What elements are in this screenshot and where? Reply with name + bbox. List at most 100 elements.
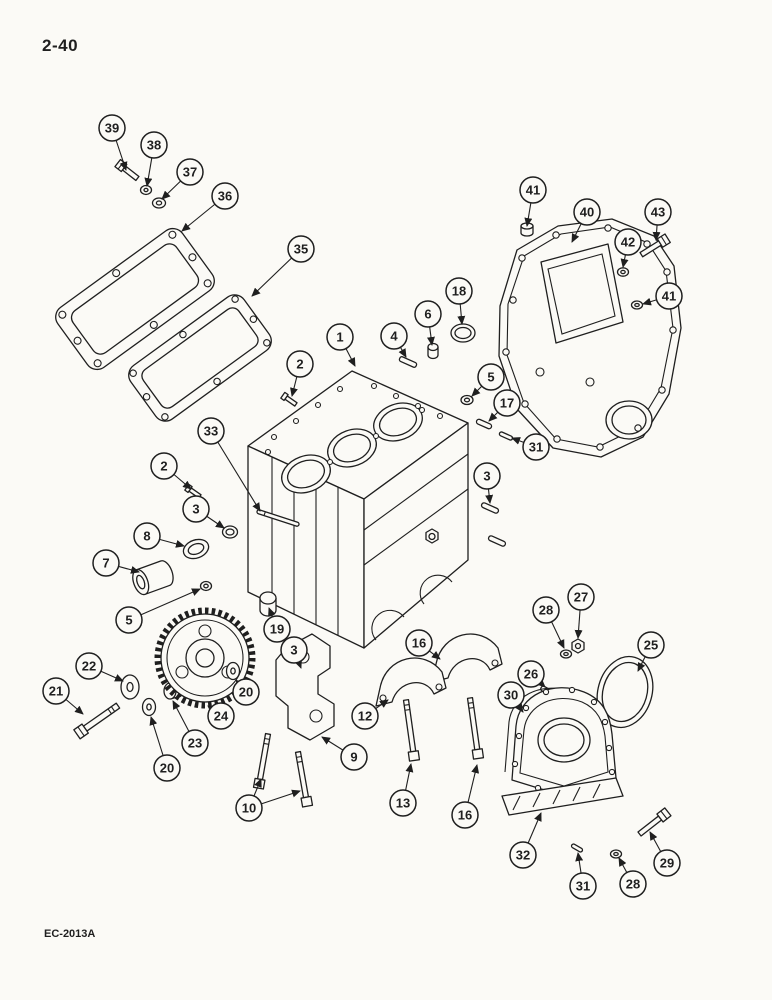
plug-5-right xyxy=(460,394,474,406)
callout-balloon-13: 13 xyxy=(389,789,417,817)
bushing-8 xyxy=(182,538,210,560)
svg-text:25: 25 xyxy=(644,638,658,653)
callout-balloon-40: 40 xyxy=(573,198,601,226)
callout-balloon-41: 41 xyxy=(655,282,683,310)
callout-balloon-37: 37 xyxy=(176,158,204,186)
dowel-17 xyxy=(475,418,493,430)
bolt-43 xyxy=(639,233,671,258)
svg-text:35: 35 xyxy=(294,242,308,257)
plug-18 xyxy=(450,323,476,343)
bolt-21 xyxy=(73,702,121,740)
svg-text:41: 41 xyxy=(662,289,676,304)
callout-balloon-39: 39 xyxy=(98,114,126,142)
callout-balloon-3: 3 xyxy=(280,636,308,664)
callout-balloon-4: 4 xyxy=(380,322,408,350)
callout-balloon-18: 18 xyxy=(445,277,473,305)
washer-20-rear xyxy=(141,697,157,717)
callout-balloon-16: 16 xyxy=(451,801,479,829)
callout-balloon-12: 12 xyxy=(351,702,379,730)
washer-28-lower xyxy=(609,849,623,859)
flywheel-housing-40 xyxy=(498,218,682,458)
callout-balloon-16: 16 xyxy=(405,629,433,657)
svg-text:16: 16 xyxy=(412,636,426,651)
callout-balloon-17: 17 xyxy=(493,389,521,417)
svg-text:36: 36 xyxy=(218,189,232,204)
callout-balloon-25: 25 xyxy=(637,631,665,659)
boss-19 xyxy=(259,591,277,617)
cup-plug-3-left xyxy=(221,525,239,539)
svg-text:10: 10 xyxy=(242,801,256,816)
bolt-10a xyxy=(252,732,272,790)
callout-balloon-33: 33 xyxy=(197,417,225,445)
dowel-3-right xyxy=(480,502,500,514)
callout-balloon-21: 21 xyxy=(42,677,70,705)
svg-text:39: 39 xyxy=(105,121,119,136)
callout-balloon-3: 3 xyxy=(182,495,210,523)
callout-balloon-19: 19 xyxy=(263,615,291,643)
bearing-cap-12 xyxy=(375,657,447,707)
callout-balloon-2: 2 xyxy=(150,452,178,480)
svg-text:41: 41 xyxy=(526,183,540,198)
callout-balloon-26: 26 xyxy=(517,660,545,688)
dowel-4-top xyxy=(398,356,418,368)
washer-38 xyxy=(139,184,153,196)
svg-text:3: 3 xyxy=(192,502,199,517)
svg-text:4: 4 xyxy=(390,329,398,344)
mount-bar xyxy=(501,777,624,816)
callout-balloon-5: 5 xyxy=(115,606,143,634)
svg-text:28: 28 xyxy=(539,603,553,618)
pin-31-right xyxy=(498,431,514,441)
svg-text:37: 37 xyxy=(183,165,197,180)
svg-text:6: 6 xyxy=(424,307,431,322)
svg-text:8: 8 xyxy=(143,529,150,544)
svg-text:5: 5 xyxy=(125,613,132,628)
callout-balloon-3: 3 xyxy=(473,462,501,490)
nut-27 xyxy=(571,638,585,654)
svg-text:40: 40 xyxy=(580,205,594,220)
svg-text:23: 23 xyxy=(188,736,202,751)
svg-text:22: 22 xyxy=(82,659,96,674)
svg-text:3: 3 xyxy=(290,643,297,658)
svg-text:20: 20 xyxy=(239,685,253,700)
svg-text:19: 19 xyxy=(270,622,284,637)
stud-2-top xyxy=(280,391,298,407)
callout-balloon-10: 10 xyxy=(235,794,263,822)
plug-5-left xyxy=(199,580,213,592)
svg-text:31: 31 xyxy=(576,879,590,894)
svg-text:3: 3 xyxy=(483,469,490,484)
svg-text:30: 30 xyxy=(504,688,518,703)
callout-balloon-22: 22 xyxy=(75,652,103,680)
pin-31-bottom xyxy=(570,843,584,853)
svg-text:7: 7 xyxy=(102,556,109,571)
callout-balloon-24: 24 xyxy=(207,702,235,730)
washer-37 xyxy=(151,197,167,209)
svg-text:29: 29 xyxy=(660,856,674,871)
cylinder-block-1 xyxy=(247,370,469,649)
plug-41-side xyxy=(630,300,644,310)
callout-balloon-42: 42 xyxy=(614,228,642,256)
washer-22 xyxy=(120,674,140,700)
svg-text:18: 18 xyxy=(452,284,466,299)
svg-text:2: 2 xyxy=(296,357,303,372)
svg-text:17: 17 xyxy=(500,396,514,411)
callout-balloon-2: 2 xyxy=(286,350,314,378)
seal-retainer-32 xyxy=(511,686,617,797)
gasket-36 xyxy=(55,227,215,371)
callout-balloon-1: 1 xyxy=(326,323,354,351)
washer-20-front xyxy=(225,661,241,681)
plug-6 xyxy=(427,342,439,360)
svg-text:20: 20 xyxy=(160,761,174,776)
drain-plug-34 xyxy=(425,528,439,544)
bolt-16-long xyxy=(466,697,485,760)
callout-balloon-31: 31 xyxy=(569,872,597,900)
callout-balloon-43: 43 xyxy=(644,198,672,226)
figure-code: EC-2013A xyxy=(44,928,96,940)
svg-text:28: 28 xyxy=(626,877,640,892)
svg-text:26: 26 xyxy=(524,667,538,682)
callout-balloon-36: 36 xyxy=(211,182,239,210)
svg-text:5: 5 xyxy=(487,370,494,385)
washer-42 xyxy=(616,267,630,277)
